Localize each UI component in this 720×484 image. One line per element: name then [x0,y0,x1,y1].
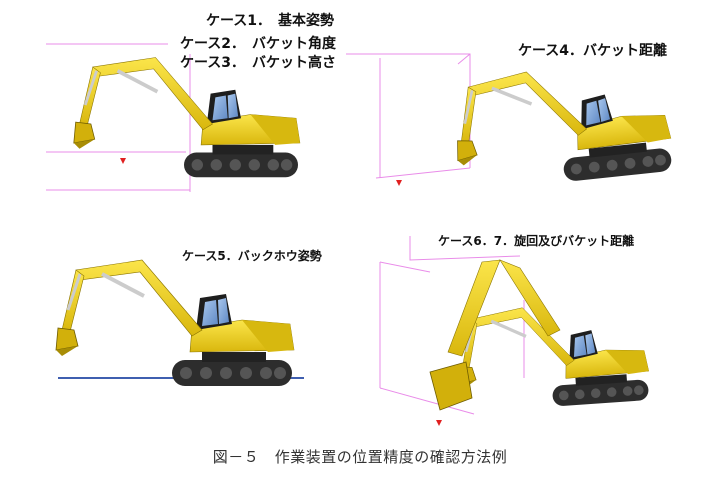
label-case-5: ケース5．バックホウ姿勢 [182,249,322,263]
bucket-marker [120,158,126,164]
bucket-marker [396,180,402,186]
bucket-marker [436,420,442,426]
panel-case-4 [346,53,677,195]
label-case-2: ケース2． バケット角度 [180,36,337,52]
label-case-6-7: ケース6．7．旋回及びバケット距離 [438,234,635,248]
label-case-3: ケース3． バケット高さ [180,55,337,71]
figure-caption: 図－５ 作業装置の位置精度の確認方法例 [212,448,508,466]
panel-case-5 [54,258,304,388]
panel-cases-6-7 [379,236,653,426]
label-case-1: ケース1． 基本姿勢 [206,13,335,29]
label-case-4: ケース4．バケット距離 [518,43,668,59]
panel-cases-1-3 [46,43,302,192]
